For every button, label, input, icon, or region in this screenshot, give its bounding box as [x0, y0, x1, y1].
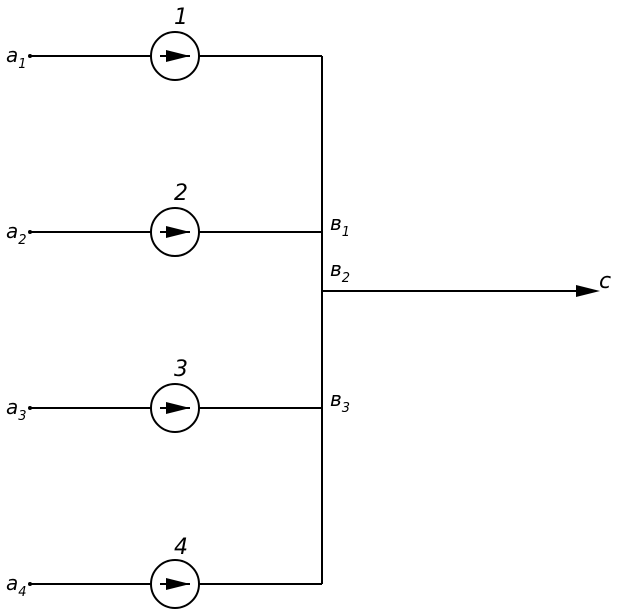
- outlet-arrow-icon: [576, 285, 600, 297]
- inlet-letter: a: [6, 43, 18, 67]
- inlet-subscript: 4: [18, 585, 26, 600]
- inlet-letter: a: [6, 395, 18, 419]
- inlet-label-3: a3: [6, 395, 27, 424]
- branch-4: 4 a4: [6, 535, 322, 609]
- junction-label-2: в2: [330, 257, 350, 286]
- branch-3: 3 a3: [6, 357, 322, 433]
- junction-letter: в: [330, 257, 342, 281]
- inlet-label-1: a1: [6, 43, 27, 72]
- inlet-subscript: 3: [18, 409, 26, 424]
- pump-icon: [150, 383, 200, 433]
- pump-icon: [150, 559, 200, 609]
- junction-label-1: в1: [330, 211, 350, 240]
- inlet-subscript: 2: [18, 233, 26, 248]
- junction-letter: в: [330, 211, 342, 235]
- pump-label-3: 3: [174, 357, 188, 382]
- pump-label-4: 4: [174, 535, 188, 560]
- inlet-label-4: a4: [6, 571, 27, 600]
- inlet-subscript: 1: [18, 57, 26, 72]
- junction-letter: в: [330, 387, 342, 411]
- branch-2: 2 a2: [6, 181, 322, 257]
- pump-icon: [150, 31, 200, 81]
- junction-subscript: 3: [342, 401, 350, 416]
- junction-subscript: 1: [342, 225, 350, 240]
- pump-label-2: 2: [174, 181, 188, 206]
- inlet-label-2: a2: [6, 219, 27, 248]
- junction-subscript: 2: [342, 271, 350, 286]
- branch-1: 1 a1: [6, 5, 322, 81]
- pump-icon: [150, 207, 200, 257]
- inlet-letter: a: [6, 571, 18, 595]
- inlet-letter: a: [6, 219, 18, 243]
- outlet-label: c: [599, 269, 611, 294]
- junction-label-3: в3: [330, 387, 350, 416]
- pump-label-1: 1: [174, 5, 188, 30]
